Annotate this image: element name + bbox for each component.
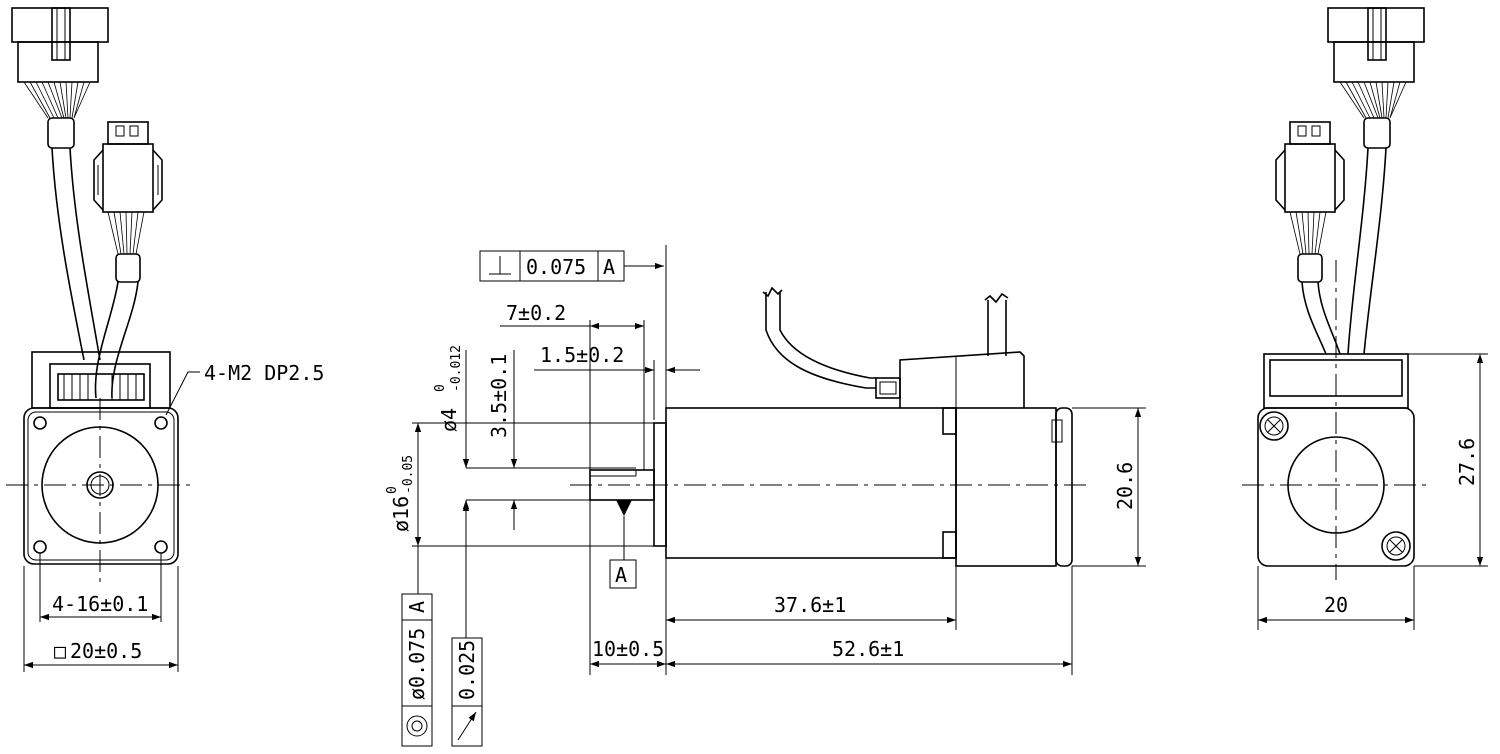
side-view: 0.075 A 7±0.2 1.5±0.2 ø4 0 -0.012 3.5±0.… xyxy=(385,245,1146,747)
dimension-27-6: 27.6 xyxy=(1455,438,1479,486)
perpendicularity-datum: A xyxy=(603,255,615,279)
dimension-10: 10±0.5 xyxy=(592,637,664,661)
square-symbol: □ xyxy=(54,639,66,663)
dimension-52-6: 52.6±1 xyxy=(832,637,904,661)
front-main-connector xyxy=(11,7,109,149)
perpendicularity-icon xyxy=(489,256,511,275)
runout-icon xyxy=(457,711,477,741)
front-view: 4-M2 DP2.5 4-16±0.1 □ 20±0.5 xyxy=(6,7,324,672)
dimension-1-5: 1.5±0.2 xyxy=(540,343,624,367)
dimension-20-6: 20.6 xyxy=(1113,462,1137,510)
shaft-diameter: ø4 xyxy=(437,408,461,432)
dimension-20: 20 xyxy=(1324,593,1348,617)
perpendicularity-frame: 0.075 A xyxy=(479,250,664,282)
runout-frame: 0.025 xyxy=(451,637,483,747)
rear-main-connector xyxy=(1327,7,1425,149)
front-encoder-connector xyxy=(93,121,163,283)
perpendicularity-value: 0.075 xyxy=(526,255,586,279)
rear-encoder-connector xyxy=(1275,121,1345,283)
concentricity-frame: A ø0.075 xyxy=(401,593,433,747)
square-dimension: 20±0.5 xyxy=(70,639,142,663)
datum-a-label: A xyxy=(615,563,627,587)
bolt-pitch-dimension: 4-16±0.1 xyxy=(52,592,148,616)
shaft-diameter-lower-tol: -0.012 xyxy=(449,345,464,392)
shaft-diameter-upper-tol: 0 xyxy=(433,384,448,392)
concentricity-value: ø0.075 xyxy=(405,628,429,700)
thread-callout-label: 4-M2 DP2.5 xyxy=(204,361,324,385)
pilot-diameter: ø16 xyxy=(389,496,413,532)
pilot-diameter-lower-tol: -0.05 xyxy=(401,455,416,494)
rear-view: 27.6 20 xyxy=(1242,7,1488,630)
dimension-3-5: 3.5±0.1 xyxy=(487,354,511,438)
concentricity-datum: A xyxy=(405,601,429,613)
runout-value: 0.025 xyxy=(455,640,479,700)
dimension-37-6: 37.6±1 xyxy=(774,593,846,617)
pilot-diameter-upper-tol: 0 xyxy=(385,486,400,494)
dimension-7: 7±0.2 xyxy=(506,301,566,325)
concentricity-icon xyxy=(406,715,428,737)
